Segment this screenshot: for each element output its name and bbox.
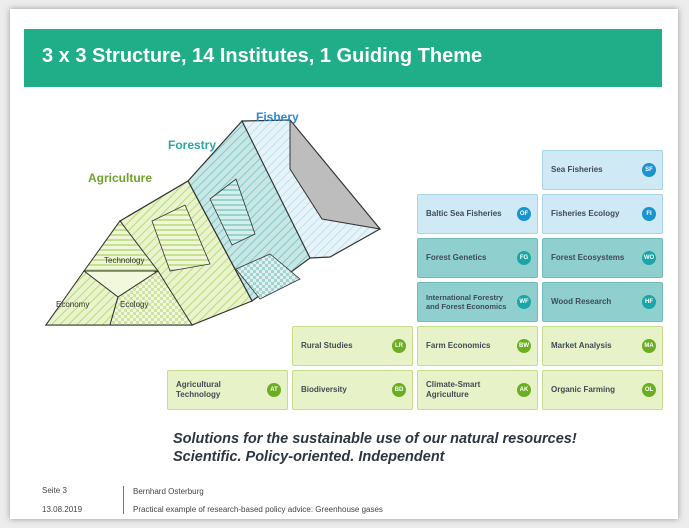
prism-diagram: Fishery Forestry Agriculture Technology … [44,110,382,326]
institute-code-badge: SF [642,163,656,177]
institute-code-badge: OF [517,207,531,221]
slide: 3 x 3 Structure, 14 Institutes, 1 Guidin… [10,9,678,519]
institute-card[interactable]: Agricultural Technology AT [167,370,288,410]
institute-code-badge: HF [642,295,656,309]
institute-name: Wood Research [551,297,612,306]
institute-name: Biodiversity [301,385,347,394]
institute-name: Organic Farming [551,385,616,394]
footer-author: Bernhard Osterburg [133,487,204,496]
fishery-label: Fishery [256,110,299,124]
footer-divider [123,486,124,514]
institute-name: Forest Ecosystems [551,253,625,262]
agri-slab-facet-tech [151,204,211,272]
forestry-facet-ecology [235,253,301,300]
facet-technology [83,220,160,272]
institute-card[interactable]: Organic Farming OL [542,370,663,410]
institute-code-badge: WF [517,295,531,309]
institute-name: Market Analysis [551,341,612,350]
institute-name: Fisheries Ecology [551,209,620,218]
institute-name: Sea Fisheries [551,165,603,174]
institute-name: Rural Studies [301,341,353,350]
institute-code-badge: MA [642,339,656,353]
institute-card[interactable]: Farm Economics BW [417,326,538,366]
footer-subtitle: Practical example of research-based poli… [133,505,383,514]
institute-card[interactable]: Climate-Smart Agriculture AK [417,370,538,410]
institute-card[interactable]: Forest Ecosystems WO [542,238,663,278]
facet-ecology [109,270,193,326]
institute-card[interactable]: Biodiversity BD [292,370,413,410]
institute-code-badge: FG [517,251,531,265]
institute-code-badge: AT [267,383,281,397]
footer: Seite 3 13.08.2019 Bernhard Osterburg Pr… [10,474,678,519]
institute-card[interactable]: Baltic Sea Fisheries OF [417,194,538,234]
institute-name: Agricultural Technology [176,380,221,399]
institute-code-badge: OL [642,383,656,397]
footer-date: 13.08.2019 [42,505,83,514]
tagline: Solutions for the sustainable use of our… [173,430,577,466]
tagline-line-2: Scientific. Policy-oriented. Independent [173,449,445,465]
institute-name: International Forestry and Forest Econom… [426,293,507,311]
slide-title: 3 x 3 Structure, 14 Institutes, 1 Guidin… [42,45,483,67]
institute-code-badge: BW [517,339,531,353]
facet-label-economy: Economy [56,300,89,309]
institute-card[interactable]: Fisheries Ecology FI [542,194,663,234]
institute-code-badge: BD [392,383,406,397]
facet-label-technology: Technology [104,256,144,265]
institute-card[interactable]: Rural Studies LR [292,326,413,366]
institute-name: Farm Economics [426,341,491,350]
agriculture-label: Agriculture [88,171,152,185]
institute-name: Forest Genetics [426,253,487,262]
institute-card[interactable]: Forest Genetics FG [417,238,538,278]
institute-code-badge: LR [392,339,406,353]
title-banner: 3 x 3 Structure, 14 Institutes, 1 Guidin… [24,29,662,87]
institute-card[interactable]: Sea Fisheries SF [542,150,663,190]
institute-name: Baltic Sea Fisheries [426,209,502,218]
institute-card[interactable]: Market Analysis MA [542,326,663,366]
tagline-line-1: Solutions for the sustainable use of our… [173,431,577,447]
institute-code-badge: WO [642,251,656,265]
institute-card[interactable]: Wood Research HF [542,282,663,322]
forestry-label: Forestry [168,138,216,152]
forestry-facet-tech [209,178,256,246]
institute-code-badge: FI [642,207,656,221]
institute-name: Climate-Smart Agriculture [426,380,481,399]
fishery-grey-face [289,118,382,230]
institute-code-badge: AK [517,383,531,397]
page-number: Seite 3 [42,486,67,495]
facet-label-ecology: Ecology [120,300,148,309]
institute-card[interactable]: International Forestry and Forest Econom… [417,282,538,322]
